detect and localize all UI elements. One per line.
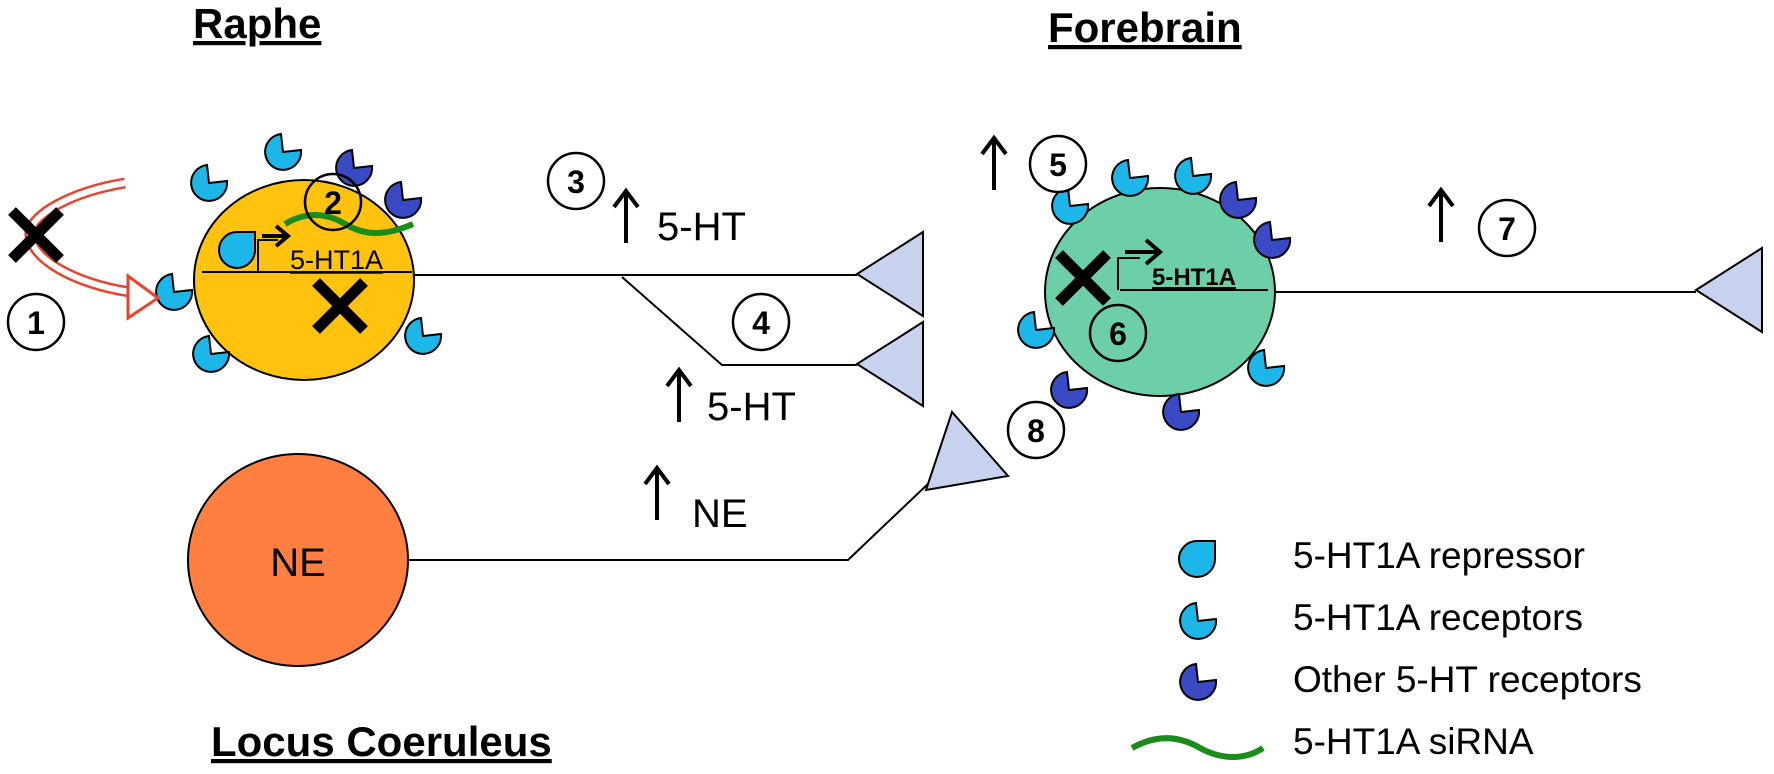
legend-label-other-receptors: Other 5-HT receptors	[1293, 659, 1642, 700]
step-1-marker: 1	[6, 292, 66, 352]
step-6-marker: 6	[1088, 303, 1148, 363]
forebrain-receptor	[1051, 187, 1090, 225]
step5-up-arrow-icon	[980, 136, 1008, 192]
step-4-marker: 4	[731, 292, 791, 352]
svg-text:3: 3	[567, 164, 585, 200]
svg-text:6: 6	[1109, 316, 1127, 352]
axon-lines	[403, 274, 1696, 561]
forebrain-other-receptor	[1050, 371, 1089, 409]
forebrain-other-receptor	[1162, 393, 1201, 431]
ht-top-label: 5-HT	[657, 205, 746, 249]
forebrain-transcription-arrow-icon	[1125, 238, 1164, 266]
forebrain-promoter	[1117, 257, 1140, 290]
raphe-other-receptor	[335, 149, 374, 187]
step7-up-arrow-icon	[1427, 188, 1455, 244]
legend-label-receptors: 5-HT1A receptors	[1293, 597, 1583, 638]
ht-bottom-label: 5-HT	[707, 385, 796, 429]
raphe-sirna	[283, 212, 415, 236]
raphe-other-receptor	[384, 181, 423, 219]
raphe-receptor	[264, 133, 303, 171]
raphe-promoter	[257, 239, 278, 272]
step-8-marker: 8	[1006, 400, 1066, 460]
step-5-marker: 5	[1028, 134, 1088, 194]
forebrain-receptor	[1174, 157, 1213, 195]
raphe-receptor	[190, 164, 229, 202]
raphe-gene-label: 5-HT1A	[290, 245, 383, 275]
receptor-light-icon	[1179, 602, 1218, 640]
forebrain-cell	[1044, 187, 1276, 397]
step-3-marker: 3	[546, 151, 606, 211]
svg-text:5: 5	[1049, 147, 1067, 183]
locus-coeruleus-title: Locus Coeruleus	[211, 718, 552, 765]
forebrain-gene-label: 5-HT1A	[1152, 264, 1236, 291]
raphe-receptor	[155, 273, 194, 311]
forebrain-other-receptor	[1253, 221, 1292, 259]
forebrain-receptor	[1247, 349, 1286, 387]
svg-text:7: 7	[1498, 211, 1516, 247]
svg-text:4: 4	[752, 305, 770, 341]
step-2-marker: 2	[303, 172, 363, 232]
step-7-marker: 7	[1477, 198, 1537, 258]
ne-cell-label: NE	[270, 541, 326, 585]
legend-label-sirna: 5-HT1A siRNA	[1293, 721, 1534, 762]
receptor-dark-icon	[1179, 663, 1218, 701]
sirna-icon	[1130, 735, 1265, 760]
terminal-forebrain-out	[1695, 247, 1763, 333]
forebrain-other-receptor	[1219, 181, 1258, 219]
raphe-receptor	[404, 317, 443, 355]
ne-label: NE	[692, 492, 748, 536]
legend-label-repressor: 5-HT1A repressor	[1293, 535, 1585, 576]
legend: 5-HT1A repressor 5-HT1A receptors Other …	[1130, 535, 1642, 762]
terminal-ne	[924, 410, 1010, 492]
ht-top-up-arrow-icon	[612, 189, 640, 245]
forebrain-receptor	[1111, 159, 1150, 197]
svg-text:2: 2	[324, 185, 342, 221]
terminal-upper	[856, 231, 924, 317]
raphe-repressor-icon	[218, 231, 256, 269]
repressor-icon	[1178, 540, 1216, 578]
raphe-title: Raphe	[193, 0, 321, 47]
ne-up-arrow-icon	[643, 466, 671, 522]
svg-text:8: 8	[1027, 413, 1045, 449]
terminal-lower	[856, 321, 924, 407]
ne-cell	[187, 453, 409, 667]
svg-text:1: 1	[27, 305, 45, 341]
raphe-cell	[193, 179, 415, 381]
ht-bottom-up-arrow-icon	[665, 368, 693, 424]
raphe-transcription-arrow-icon	[262, 224, 292, 248]
forebrain-title: Forebrain	[1048, 4, 1242, 51]
